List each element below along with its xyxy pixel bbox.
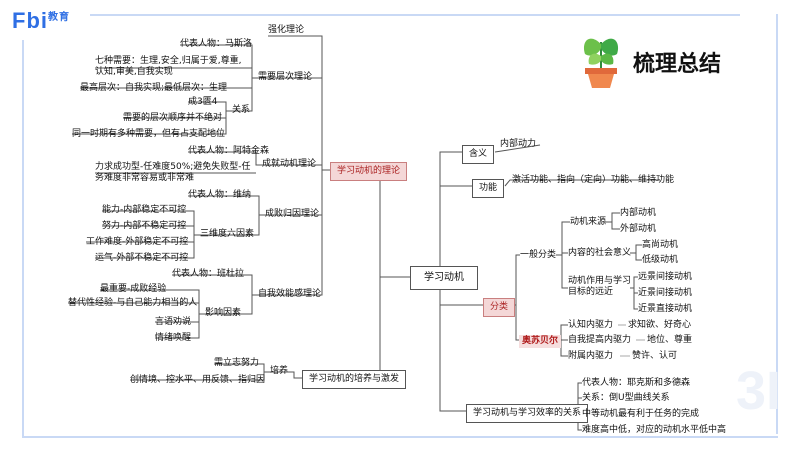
efficiency-item-3: 中等动机最有利于任务的完成 <box>582 409 700 419</box>
needs-relation-3: 同一时期有多种需要，但有占支配地位 <box>72 129 226 139</box>
efficiency-item-2: 关系：倒U型曲线关系 <box>582 393 670 403</box>
frame-bottom-line <box>22 436 778 438</box>
achievement-desc: 力求成功型-任难度50%;避免失败型-任务难度非常容易或非常难 <box>95 162 251 183</box>
meaning-value: 内部动力 <box>500 139 537 149</box>
brand-logo: Fbi教育 <box>12 8 70 33</box>
efficacy-factor-2: 替代性经验-与自己能力相当的人 <box>68 298 198 308</box>
role-near-direct: 近景直接动机 <box>638 304 693 314</box>
attribution-factor-4: 运气-外部不稳定不可控 <box>95 253 189 263</box>
needs-seven: 七种需要：生理,安全,归属于爱,尊重,认知,审美,自我实现 <box>95 56 242 77</box>
efficacy-theory: 自我效能感理论 <box>258 289 322 299</box>
frame-right-line <box>776 14 778 434</box>
source-internal: 内部动机 <box>620 208 657 218</box>
ausubel-item-1-detail: 求知欲、好奇心 <box>628 320 692 330</box>
motive-source: 动机来源 <box>570 217 607 227</box>
function-node: 功能 <box>472 179 505 198</box>
attribution-rep: 代表人物：维纳 <box>188 190 252 200</box>
attribution-theory: 成败归因理论 <box>265 209 320 219</box>
role-near-indirect: 近景间接动机 <box>638 288 693 298</box>
cultivate-node: 学习动机的培养与激发 <box>302 370 407 389</box>
general-classify: 一般分类 <box>520 250 557 260</box>
frame-left-line <box>22 40 24 436</box>
cultivate-train-item: 需立志努力 <box>214 358 260 368</box>
achievement-rep: 代表人物：阿特金森 <box>188 146 270 156</box>
page-title: 梳理总结 <box>633 52 722 77</box>
ausubel-item-2-detail: 地位、尊重 <box>647 335 693 345</box>
needs-relation-label: 关系 <box>232 105 251 115</box>
attribution-three: 三维度六因素 <box>200 229 255 239</box>
function-value: 激活功能、指向（定向）功能、维持功能 <box>512 175 675 185</box>
social-high: 高尚动机 <box>642 240 679 250</box>
center-node: 学习动机 <box>410 266 478 290</box>
efficiency-node: 学习动机与学习效率的关系 <box>466 404 589 423</box>
efficacy-factor-4: 情绪唤醒 <box>155 333 192 343</box>
social-low: 低级动机 <box>642 255 679 265</box>
achievement-theory: 成就动机理论 <box>262 159 317 169</box>
attribution-factor-2: 努力-内部不稳定可控 <box>102 221 187 231</box>
efficacy-factor-1: 最重要-成败经验 <box>100 284 167 294</box>
efficacy-rep: 代表人物：班杜拉 <box>172 269 245 279</box>
ausubel-item-1-name: 认知内驱力 <box>568 320 614 330</box>
classify-node: 分类 <box>483 298 516 317</box>
decorative-number: 3I <box>736 361 782 421</box>
frame-top-line <box>90 14 740 16</box>
efficacy-influence: 影响因素 <box>205 308 242 318</box>
ausubel-label: 奥苏贝尔 <box>519 335 562 348</box>
efficiency-item-4: 难度高中低，对应的动机水平低中高 <box>582 425 727 435</box>
needs-theory: 需要层次理论 <box>258 72 313 82</box>
needs-relation-2: 需要的层次顺序并不绝对 <box>123 113 223 123</box>
efficacy-factor-3: 言语劝说 <box>155 317 192 327</box>
attribution-factor-1: 能力-内部稳定不可控 <box>102 205 187 215</box>
social-meaning: 内容的社会意义 <box>568 248 632 258</box>
efficiency-item-1: 代表人物：耶克斯和多德森 <box>582 378 691 388</box>
ausubel-item-3-name: 附属内驱力 <box>568 351 614 361</box>
motive-role: 动机作用与学习目标的远近 <box>568 276 632 297</box>
title-area: 梳理总结 <box>575 28 775 98</box>
meaning-node: 含义 <box>462 145 495 164</box>
role-far-indirect: 远景间接动机 <box>638 272 693 282</box>
needs-relation-1: 成3匮4 <box>188 97 218 107</box>
attribution-factor-3: 工作难度-外部稳定不可控 <box>86 237 189 247</box>
ausubel-item-2-name: 自我提高内驱力 <box>568 335 632 345</box>
needs-highest: 最高层次：自我实现;最低层次：生理 <box>80 83 228 93</box>
cultivate-train: 培养 <box>270 366 289 376</box>
theory-node: 学习动机的理论 <box>330 162 408 181</box>
ausubel-item-3-detail: 赞许、认可 <box>632 351 678 361</box>
reinforcement-theory: 强化理论 <box>268 25 305 35</box>
plant-icon <box>583 38 619 88</box>
source-external: 外部动机 <box>620 224 657 234</box>
cultivate-stimulate: 创情境、控水平、用反馈、指归因 <box>130 375 266 385</box>
needs-rep: 代表人物：马斯洛 <box>180 39 253 49</box>
